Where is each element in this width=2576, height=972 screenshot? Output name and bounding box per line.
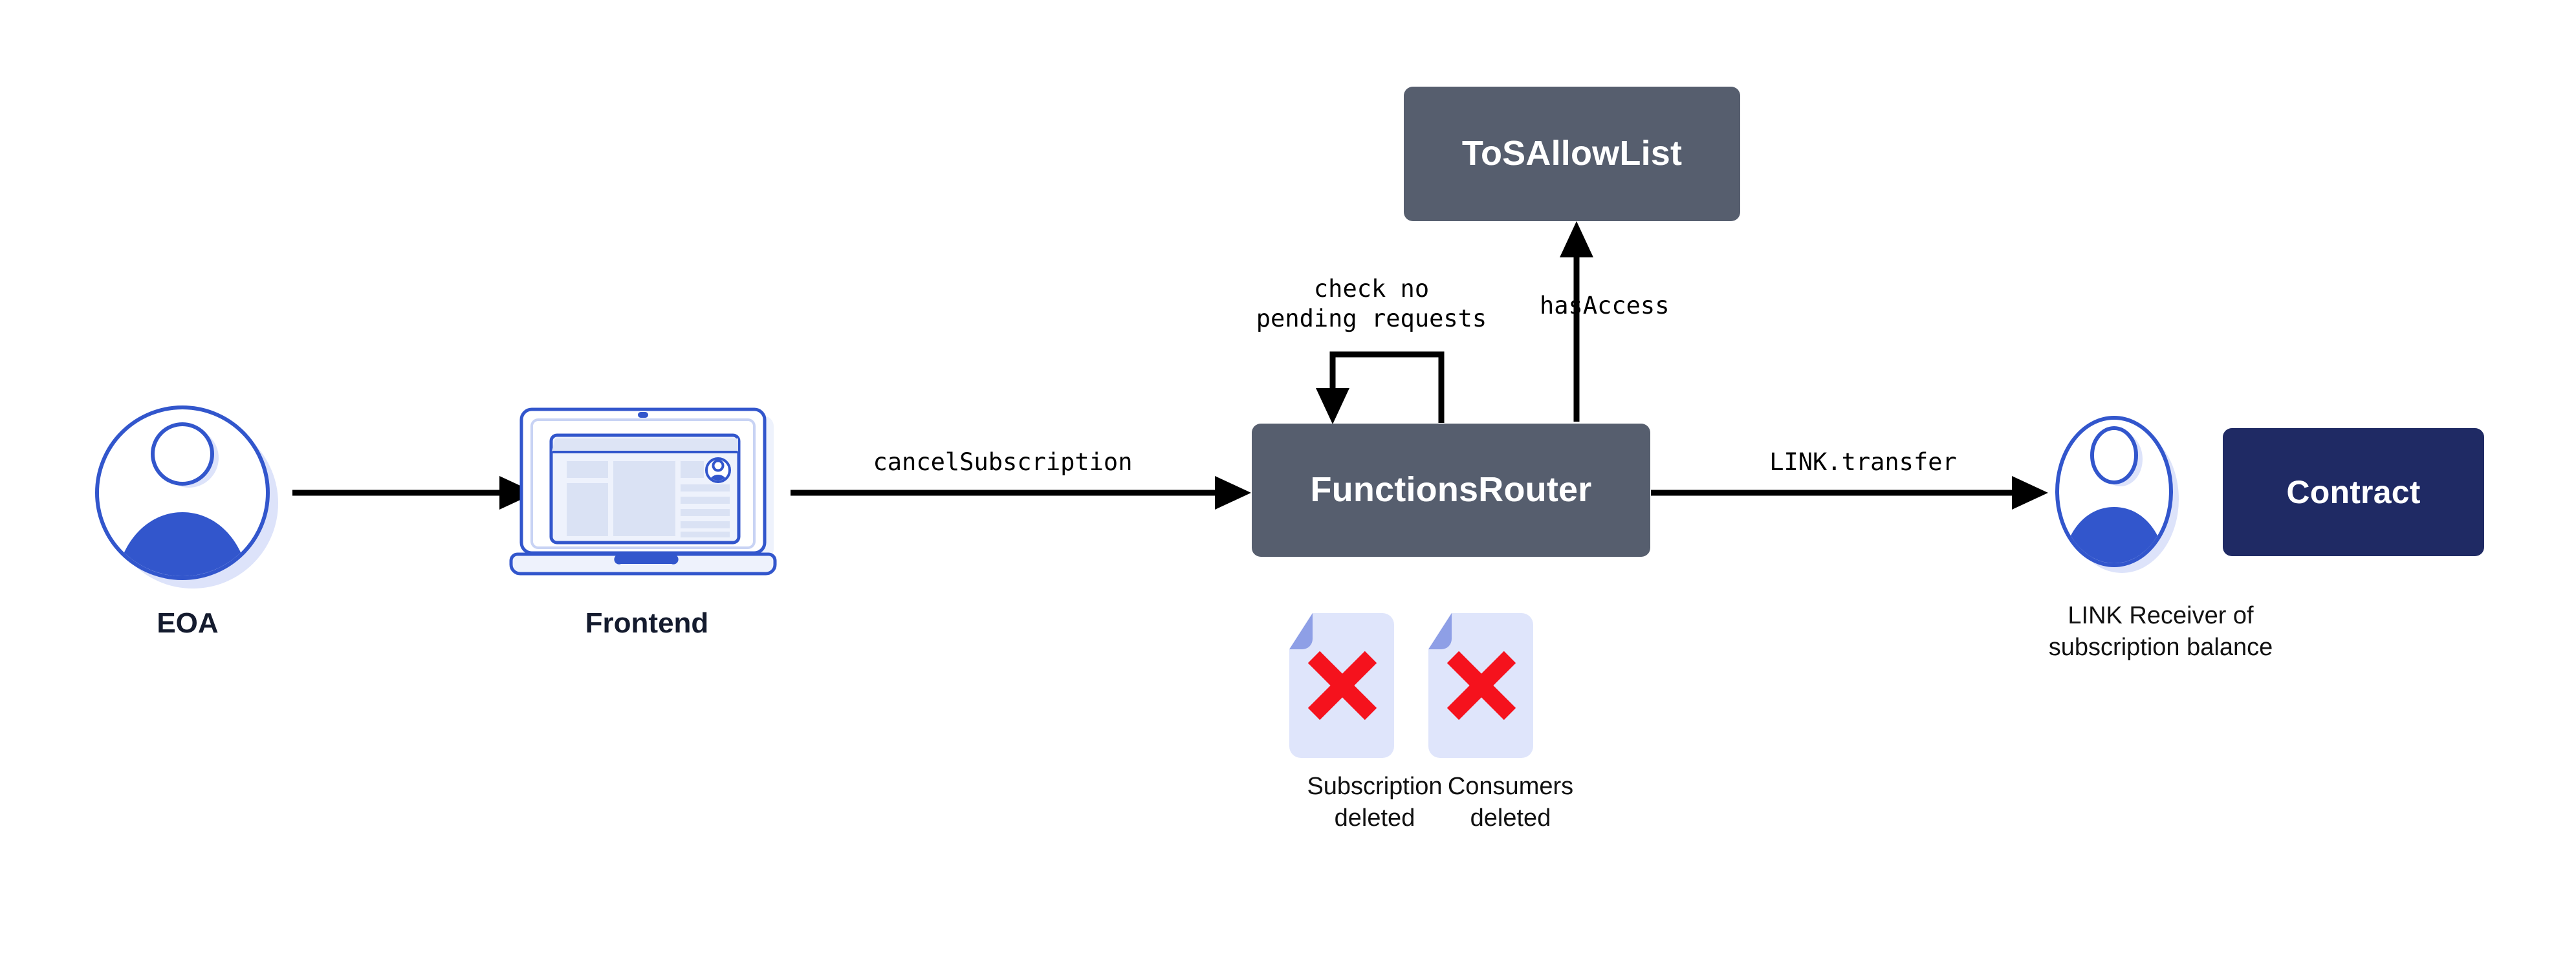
person-avatar-icon <box>95 405 278 589</box>
edge-label-check-no-pending-requests: check no pending requests <box>1256 275 1487 333</box>
frontend-label: Frontend <box>585 607 709 639</box>
edge-frontend-to-functionsrouter <box>791 476 1251 510</box>
edge-functionsrouter-to-linkreceiver <box>1651 476 2048 510</box>
artifact-caption-line-2: deleted <box>1470 805 1551 832</box>
edge-eoa-to-frontend <box>292 476 536 510</box>
document-deleted-icon <box>1428 613 1533 758</box>
node-tosallowlist[interactable]: ToSAllowList <box>1404 87 1740 221</box>
artifact-caption-subscription-deleted: Subscription deleted <box>1278 771 1472 835</box>
laptop-icon <box>509 407 777 576</box>
link-receiver-caption-line-2: subscription balance <box>2048 634 2273 662</box>
artifact-caption-line-1: Consumers <box>1447 773 1574 800</box>
node-contract[interactable]: Contract <box>2223 428 2484 556</box>
link-receiver-caption: LINK Receiver of subscription balance <box>1960 600 2361 664</box>
red-x-icon <box>1446 651 1516 720</box>
eoa-label: EOA <box>157 607 219 639</box>
artifact-caption-line-2: deleted <box>1334 805 1415 832</box>
link-receiver-caption-line-1: LINK Receiver of <box>2068 602 2254 629</box>
edge-label-link-transfer: LINK.transfer <box>1769 448 1957 476</box>
artifact-caption-consumers-deleted: Consumers deleted <box>1414 771 1608 835</box>
edge-label-cancel-subscription: cancelSubscription <box>873 448 1133 476</box>
document-deleted-icon <box>1289 613 1394 758</box>
edge-functionsrouter-to-tosallowlist <box>1560 221 1593 422</box>
edge-label-has-access: hasAccess <box>1540 292 1670 319</box>
edge-functionsrouter-self-loop <box>1316 351 1445 424</box>
node-functionsrouter[interactable]: FunctionsRouter <box>1252 424 1650 557</box>
artifact-caption-line-1: Subscription <box>1307 773 1443 800</box>
person-avatar-icon <box>2055 416 2179 573</box>
red-x-icon <box>1307 651 1377 720</box>
